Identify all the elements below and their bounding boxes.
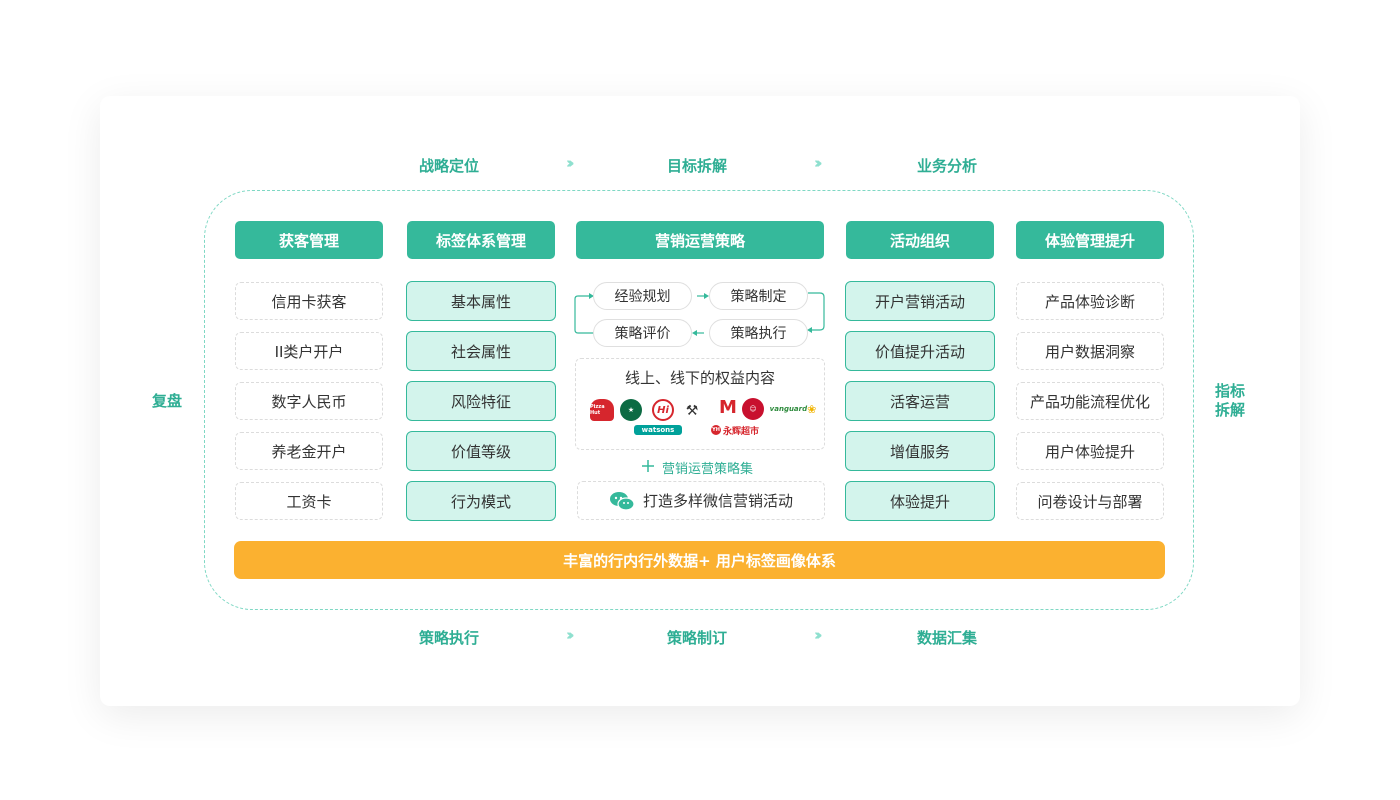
list-item: 价值等级 bbox=[406, 431, 556, 471]
cycle-boundary bbox=[204, 190, 1194, 610]
cycle-step-evaluate: 策略评价 bbox=[593, 319, 692, 347]
list-item: 社会属性 bbox=[406, 331, 556, 371]
mcdonalds-logo: M bbox=[719, 396, 737, 418]
top-flow-step-2: 目标拆解 bbox=[667, 157, 728, 175]
list-item: 用户体验提升 bbox=[1016, 432, 1164, 470]
right-side-label-line-2: 拆解 bbox=[1215, 401, 1246, 419]
left-side-label: 复盘 bbox=[152, 392, 183, 410]
hammer-logo: ⚒ bbox=[682, 401, 702, 421]
column-header-experience: 体验管理提升 bbox=[1016, 221, 1164, 259]
cycle-step-execute: 策略执行 bbox=[709, 319, 808, 347]
cycle-step-formulate: 策略制定 bbox=[709, 282, 808, 310]
list-item: 产品体验诊断 bbox=[1016, 282, 1164, 320]
wechat-activity-label: 打造多样微信营销活动 bbox=[642, 492, 793, 510]
list-item: 数字人民币 bbox=[235, 382, 383, 420]
hi-logo: Hi bbox=[652, 399, 674, 421]
cycle-arrows bbox=[574, 292, 825, 336]
list-item: 用户数据洞察 bbox=[1016, 332, 1164, 370]
chevron-right-icon: ››› bbox=[566, 154, 574, 172]
list-item: 风险特征 bbox=[406, 381, 556, 421]
list-item: II类户开户 bbox=[235, 332, 383, 370]
plus-icon bbox=[642, 460, 654, 472]
wechat-icon bbox=[609, 491, 635, 511]
list-item: 工资卡 bbox=[235, 482, 383, 520]
data-foundation-bar: 丰富的行内行外数据+ 用户标签画像体系 bbox=[234, 541, 1165, 579]
list-item: 问卷设计与部署 bbox=[1016, 482, 1164, 520]
list-item: 信用卡获客 bbox=[235, 282, 383, 320]
wechat-activity: 打造多样微信营销活动 bbox=[577, 481, 825, 520]
strategy-set-label: 营销运营策略集 bbox=[662, 462, 754, 477]
list-item: 体验提升 bbox=[845, 481, 995, 521]
kfc-logo: ☺ bbox=[742, 398, 764, 420]
list-item: 增值服务 bbox=[845, 431, 995, 471]
list-item: 价值提升活动 bbox=[845, 331, 995, 371]
chevron-right-icon: ››› bbox=[814, 154, 822, 172]
top-flow-step-3: 业务分析 bbox=[917, 157, 978, 175]
vanguard-logo-text: vanguard bbox=[769, 405, 808, 413]
benefits-title: 线上、线下的权益内容 bbox=[624, 369, 775, 387]
column-header-tags: 标签体系管理 bbox=[407, 221, 555, 259]
cycle-step-plan: 经验规划 bbox=[593, 282, 692, 310]
bottom-flow-step-3: 数据汇集 bbox=[917, 629, 978, 647]
starbucks-logo: ★ bbox=[620, 399, 642, 421]
right-side-label: 指标 拆解 bbox=[1215, 382, 1245, 420]
list-item: 产品功能流程优化 bbox=[1016, 382, 1164, 420]
bottom-flow-step-2: 策略制订 bbox=[667, 629, 728, 647]
column-header-strategy: 营销运营策略 bbox=[576, 221, 824, 259]
chevron-right-icon: ››› bbox=[566, 626, 574, 644]
list-item: 养老金开户 bbox=[235, 432, 383, 470]
vanguard-logo: vanguard❀ bbox=[769, 402, 817, 416]
right-side-label-line-1: 指标 bbox=[1215, 382, 1246, 400]
column-header-activity: 活动组织 bbox=[846, 221, 994, 259]
column-header-acquisition: 获客管理 bbox=[235, 221, 383, 259]
list-item: 行为模式 bbox=[406, 481, 556, 521]
bottom-flow-step-1: 策略执行 bbox=[419, 629, 480, 647]
chevron-right-icon: ››› bbox=[814, 626, 822, 644]
yonghui-logo-text: 永辉超市 bbox=[722, 426, 759, 437]
list-item: 基本属性 bbox=[406, 281, 556, 321]
watsons-logo: watsons bbox=[634, 425, 682, 435]
list-item: 开户营销活动 bbox=[845, 281, 995, 321]
benefits-panel: 线上、线下的权益内容 Pizza Hut ★ Hi ⚒ M ☺ vanguard… bbox=[575, 358, 825, 450]
pizza-hut-logo-text: Pizza Hut bbox=[590, 404, 605, 416]
list-item: 活客运营 bbox=[845, 381, 995, 421]
top-flow-step-1: 战略定位 bbox=[419, 157, 480, 175]
pizza-hut-logo: Pizza Hut bbox=[590, 399, 614, 421]
